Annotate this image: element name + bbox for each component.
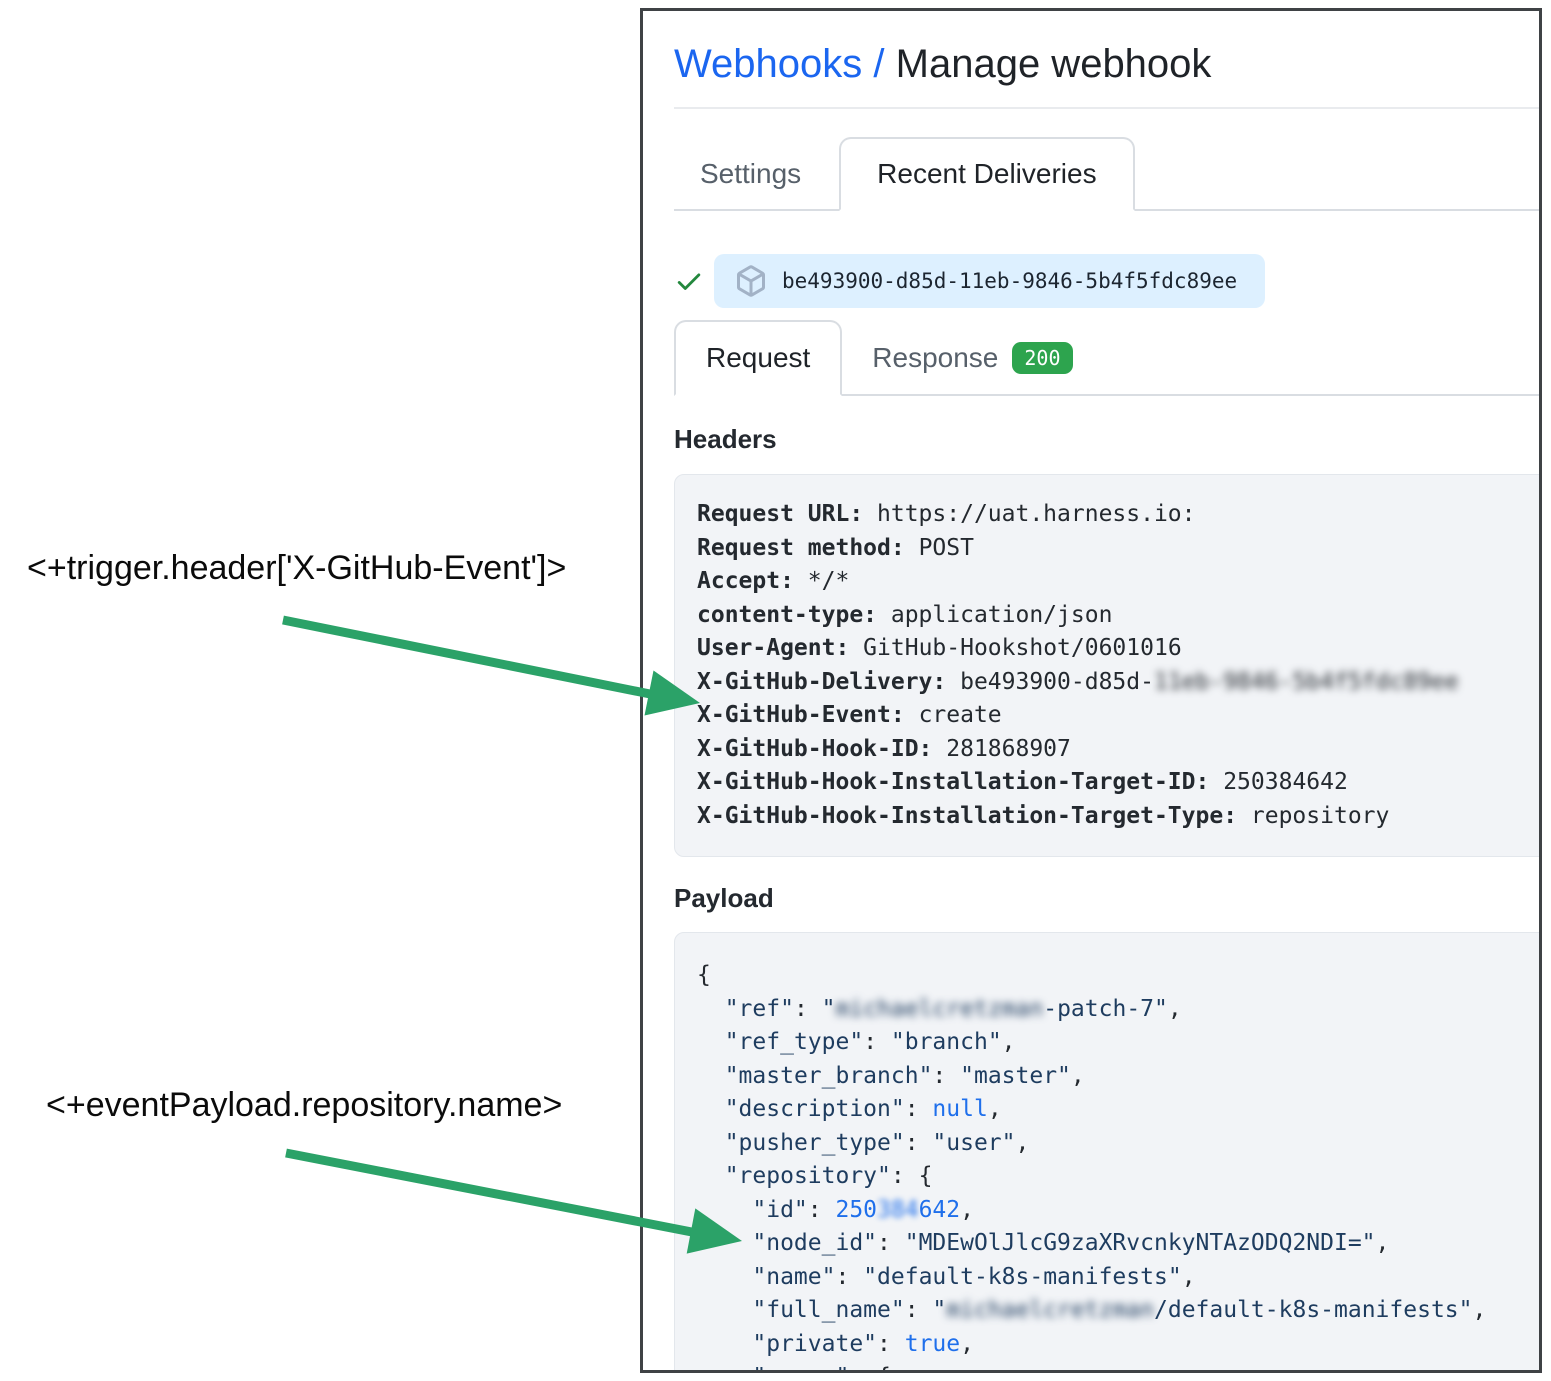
arrow-to-x-github-event <box>282 615 700 716</box>
payload-heading: Payload <box>674 883 774 913</box>
breadcrumb: Webhooks / Manage webhook <box>674 37 1539 91</box>
code-line: Request method: POST <box>697 534 974 561</box>
code-line: Request URL: https://uat.harness.io: <box>697 501 1196 527</box>
tab-response-label: Response <box>872 342 999 373</box>
delivery-row: be493900-d85d-11eb-9846-5b4f5fdc89ee <box>674 254 1539 308</box>
request-response-tabnav: Request Response 200 <box>674 320 1539 396</box>
code-line: "private": true, <box>752 1330 974 1357</box>
code-line: X-GitHub-Hook-Installation-Target-Type: … <box>697 802 1390 829</box>
tab-recent-deliveries[interactable]: Recent Deliveries <box>839 137 1135 211</box>
code-line: X-GitHub-Hook-Installation-Target-ID: 25… <box>697 769 1348 795</box>
code-line: User-Agent: GitHub-Hookshot/0601016 <box>697 635 1182 661</box>
headers-box: Request URL: https://uat.harness.io: Requ… <box>674 474 1539 857</box>
page-title: Manage webhook <box>895 42 1212 86</box>
code-line: "repository": { <box>724 1163 933 1189</box>
title-divider <box>674 107 1539 109</box>
code-line: X-GitHub-Event: create <box>697 702 1002 728</box>
webhook-manage-panel: Webhooks / Manage webhook Settings Recen… <box>640 8 1542 1373</box>
code-line: content-type: application/json <box>697 601 1113 628</box>
code-line: "id": 250384642, <box>752 1196 974 1223</box>
code-line: "description": null, <box>724 1096 1002 1122</box>
code-line: Accept: */* <box>697 568 850 594</box>
package-icon <box>735 265 767 297</box>
tab-request[interactable]: Request <box>674 320 843 396</box>
code-line: "ref_type": "branch", <box>724 1029 1016 1055</box>
status-badge: 200 <box>1012 342 1073 374</box>
code-line: "ref": "michaelcretzman-patch-7", <box>724 995 1182 1022</box>
webhooks-link[interactable]: Webhooks <box>674 42 863 86</box>
check-icon <box>674 266 704 296</box>
code-line: "master_branch": "master", <box>724 1062 1085 1089</box>
breadcrumb-separator: / <box>873 42 885 86</box>
code-line: "full_name": "michaelcretzman/default-k8… <box>752 1297 1487 1323</box>
code-line: "name": "default-k8s-manifests", <box>752 1263 1196 1290</box>
code-line: { <box>697 962 711 988</box>
headers-heading: Headers <box>674 424 777 454</box>
code-line: X-GitHub-Hook-ID: 281868907 <box>697 735 1071 762</box>
payload-expression-annotation: <+eventPayload.repository.name> <box>46 1086 563 1124</box>
code-line: "owner": { <box>697 1361 1539 1370</box>
code-line: "node_id": "MDEwOlJlcG9zaXRvcnkyNTAzODQ2… <box>752 1230 1390 1256</box>
panel-content: Webhooks / Manage webhook Settings Recen… <box>643 37 1539 1370</box>
code-line: X-GitHub-Delivery: be493900-d85d-11eb-98… <box>697 668 1459 695</box>
code-line: "pusher_type": "user", <box>724 1129 1030 1156</box>
delivery-guid: be493900-d85d-11eb-9846-5b4f5fdc89ee <box>782 269 1238 293</box>
tab-settings[interactable]: Settings <box>700 158 802 189</box>
tab-response[interactable]: Response 200 <box>842 322 1102 394</box>
payload-box: { "ref": "michaelcretzman-patch-7", "ref… <box>674 932 1539 1370</box>
trigger-expression-annotation: <+trigger.header['X-GitHub-Event']> <box>27 549 567 587</box>
main-tabnav: Settings Recent Deliveries <box>674 137 1539 211</box>
delivery-item[interactable]: be493900-d85d-11eb-9846-5b4f5fdc89ee <box>714 254 1266 308</box>
